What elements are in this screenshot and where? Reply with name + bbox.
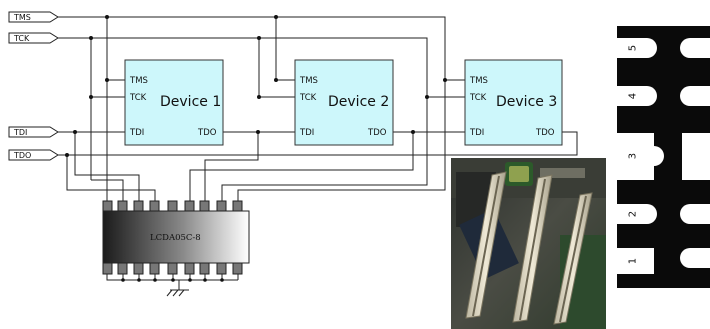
chip-bottom-pins xyxy=(102,262,243,275)
pin-number-4: 4 xyxy=(628,93,639,99)
chip-top-pins xyxy=(102,200,243,212)
device-1-tck-pin: TCK xyxy=(129,93,147,103)
signal-tms-label: TMS xyxy=(8,11,59,23)
device-3: TMS TCK Device 3 TDI TDO xyxy=(464,59,563,146)
device-3-tms-pin: TMS xyxy=(469,76,488,86)
device-2-tdi-pin: TDI xyxy=(299,128,314,138)
pin-number-3: 3 xyxy=(628,153,639,159)
device-3-tdi-pin: TDI xyxy=(469,128,484,138)
signal-tck-text: TCK xyxy=(13,34,30,43)
signal-tdo-text: TDO xyxy=(13,151,31,160)
pin-number-1: 1 xyxy=(628,258,639,264)
signal-tdo-label: TDO xyxy=(8,149,59,161)
pin-number-2: 2 xyxy=(628,211,639,217)
device-3-tdo-pin: TDO xyxy=(535,128,555,138)
chip-label: LCDA05C-8 xyxy=(150,233,201,243)
device-3-tck-pin: TCK xyxy=(469,93,487,103)
signal-tdi-text: TDI xyxy=(13,128,27,137)
device-2: TMS TCK Device 2 TDI TDO xyxy=(294,59,394,146)
motherboard-photo xyxy=(451,158,606,329)
signal-tck-label: TCK xyxy=(8,32,59,44)
device-1-tdo-pin: TDO xyxy=(197,128,217,138)
device-2-tdo-pin: TDO xyxy=(367,128,387,138)
device-1-tms-pin: TMS xyxy=(129,76,148,86)
signal-tms-text: TMS xyxy=(13,13,31,22)
device-1-name: Device 1 xyxy=(160,94,221,110)
pin-number-5: 5 xyxy=(628,45,639,51)
device-1-tdi-pin: TDI xyxy=(129,128,144,138)
device-2-name: Device 2 xyxy=(328,94,389,110)
device-2-tck-pin: TCK xyxy=(299,93,317,103)
wiring xyxy=(58,16,578,297)
device-3-name: Device 3 xyxy=(496,94,557,110)
device-1: TMS TCK Device 1 TDI TDO xyxy=(124,59,224,146)
device-2-tms-pin: TMS xyxy=(299,76,318,86)
pin-card: 5 4 3 2 1 xyxy=(617,26,710,288)
chip-lcda05c-8: LCDA05C-8 xyxy=(102,210,250,264)
signal-tdi-label: TDI xyxy=(8,126,59,138)
junction-dots xyxy=(65,15,447,282)
